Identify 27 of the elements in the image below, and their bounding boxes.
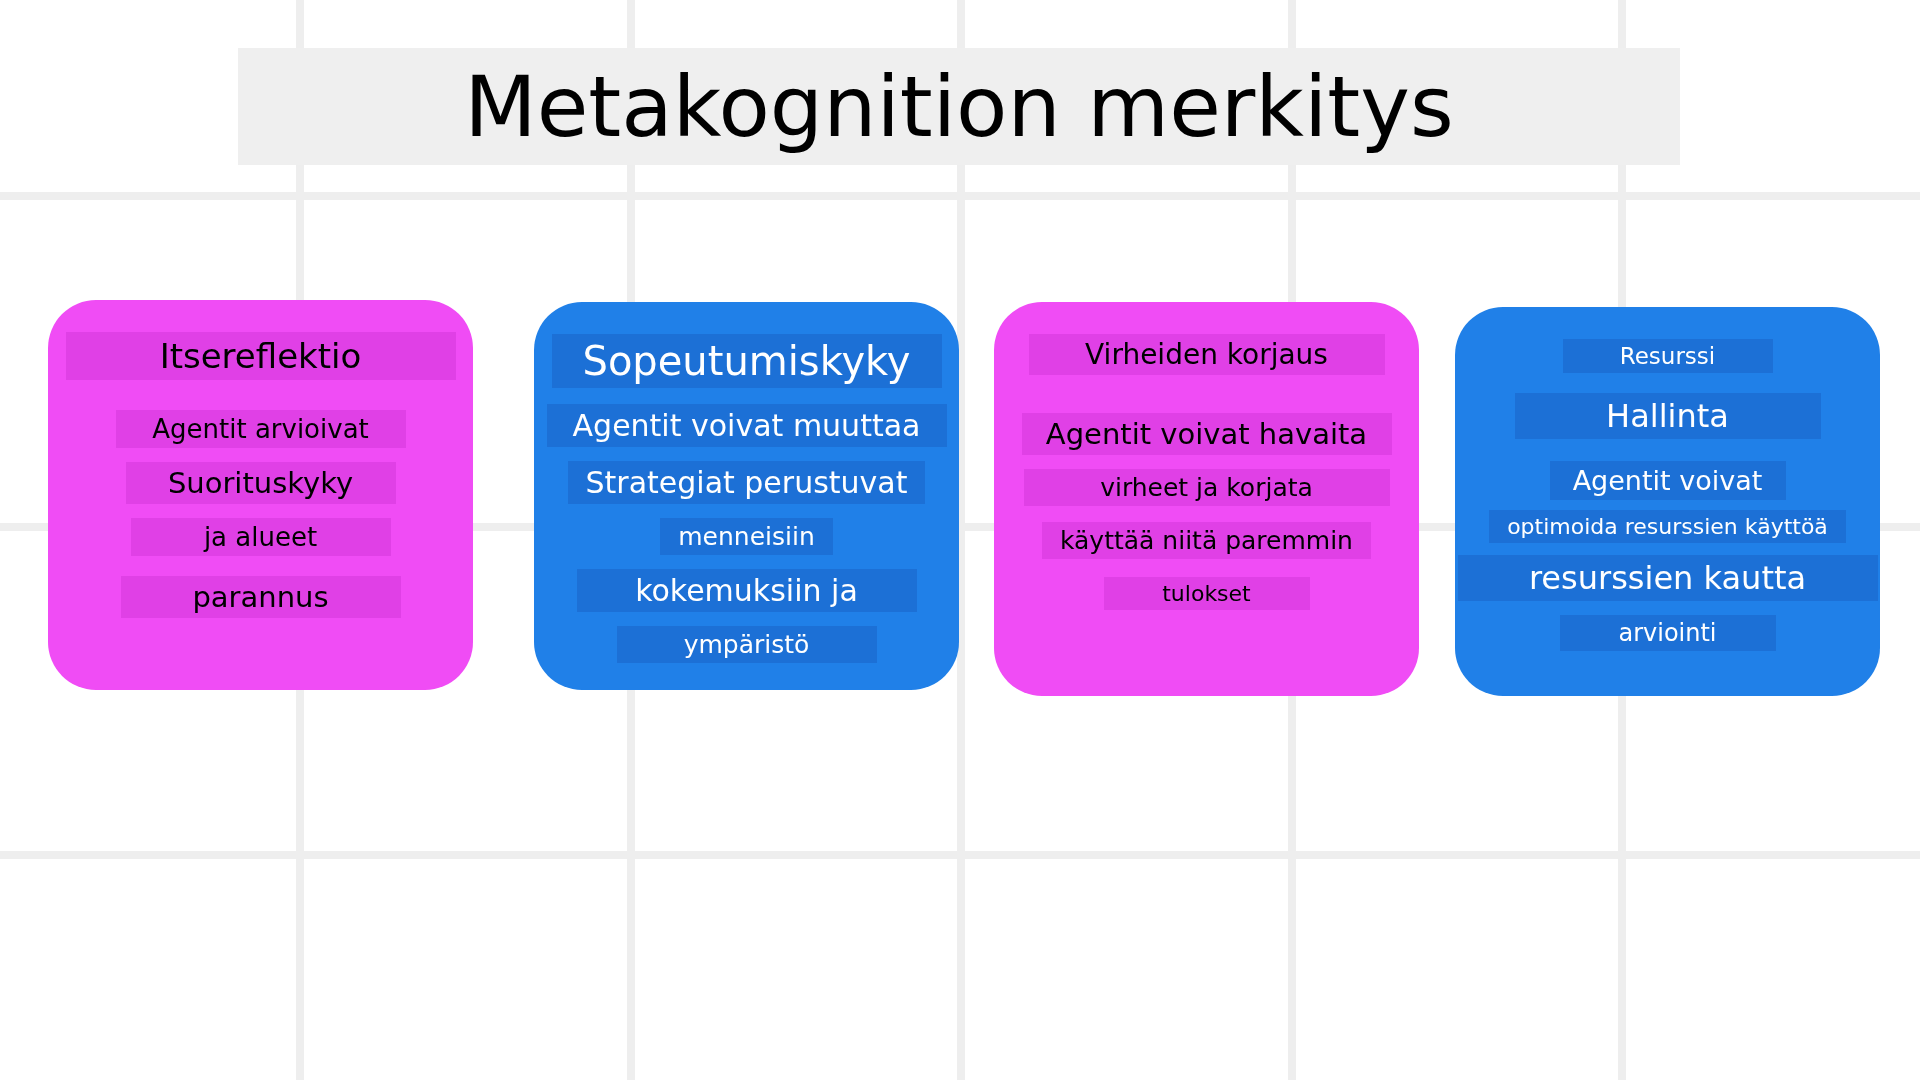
card-text: Agentit voivat havaita xyxy=(1021,413,1392,455)
concept-card xyxy=(534,302,959,690)
card-text: menneisiin xyxy=(660,518,833,555)
card-text: Strategiat perustuvat xyxy=(567,461,926,504)
card-text: resurssien kautta xyxy=(1457,555,1878,601)
title-banner: Metakognition merkitys xyxy=(238,48,1680,165)
card-text: ja alueet xyxy=(130,518,391,556)
card-text: Hallinta xyxy=(1514,393,1821,439)
card-text: parannus xyxy=(120,576,401,618)
card-text: optimoida resurssien käyttöä xyxy=(1489,510,1846,543)
card-text: arviointi xyxy=(1559,615,1776,651)
card-text: käyttää niitä paremmin xyxy=(1042,522,1371,559)
card-text: Agentit voivat muuttaa xyxy=(546,404,947,447)
card-text: tulokset xyxy=(1103,577,1310,610)
concept-card xyxy=(994,302,1419,696)
card-text: kokemuksiin ja xyxy=(576,569,917,612)
card-text: virheet ja korjata xyxy=(1023,469,1390,506)
concept-card xyxy=(1455,307,1880,696)
card-text: Agentit voivat xyxy=(1549,461,1786,500)
card-text: Agentit arvioivat xyxy=(115,410,406,448)
card-text: Suorituskyky xyxy=(125,462,396,504)
card-heading: Sopeutumiskyky xyxy=(551,334,942,388)
card-text: ympäristö xyxy=(616,626,877,663)
card-heading: Virheiden korjaus xyxy=(1028,334,1385,375)
card-heading: Resurssi xyxy=(1562,339,1773,373)
card-heading: Itsereflektio xyxy=(65,332,456,380)
concept-card xyxy=(48,300,473,690)
